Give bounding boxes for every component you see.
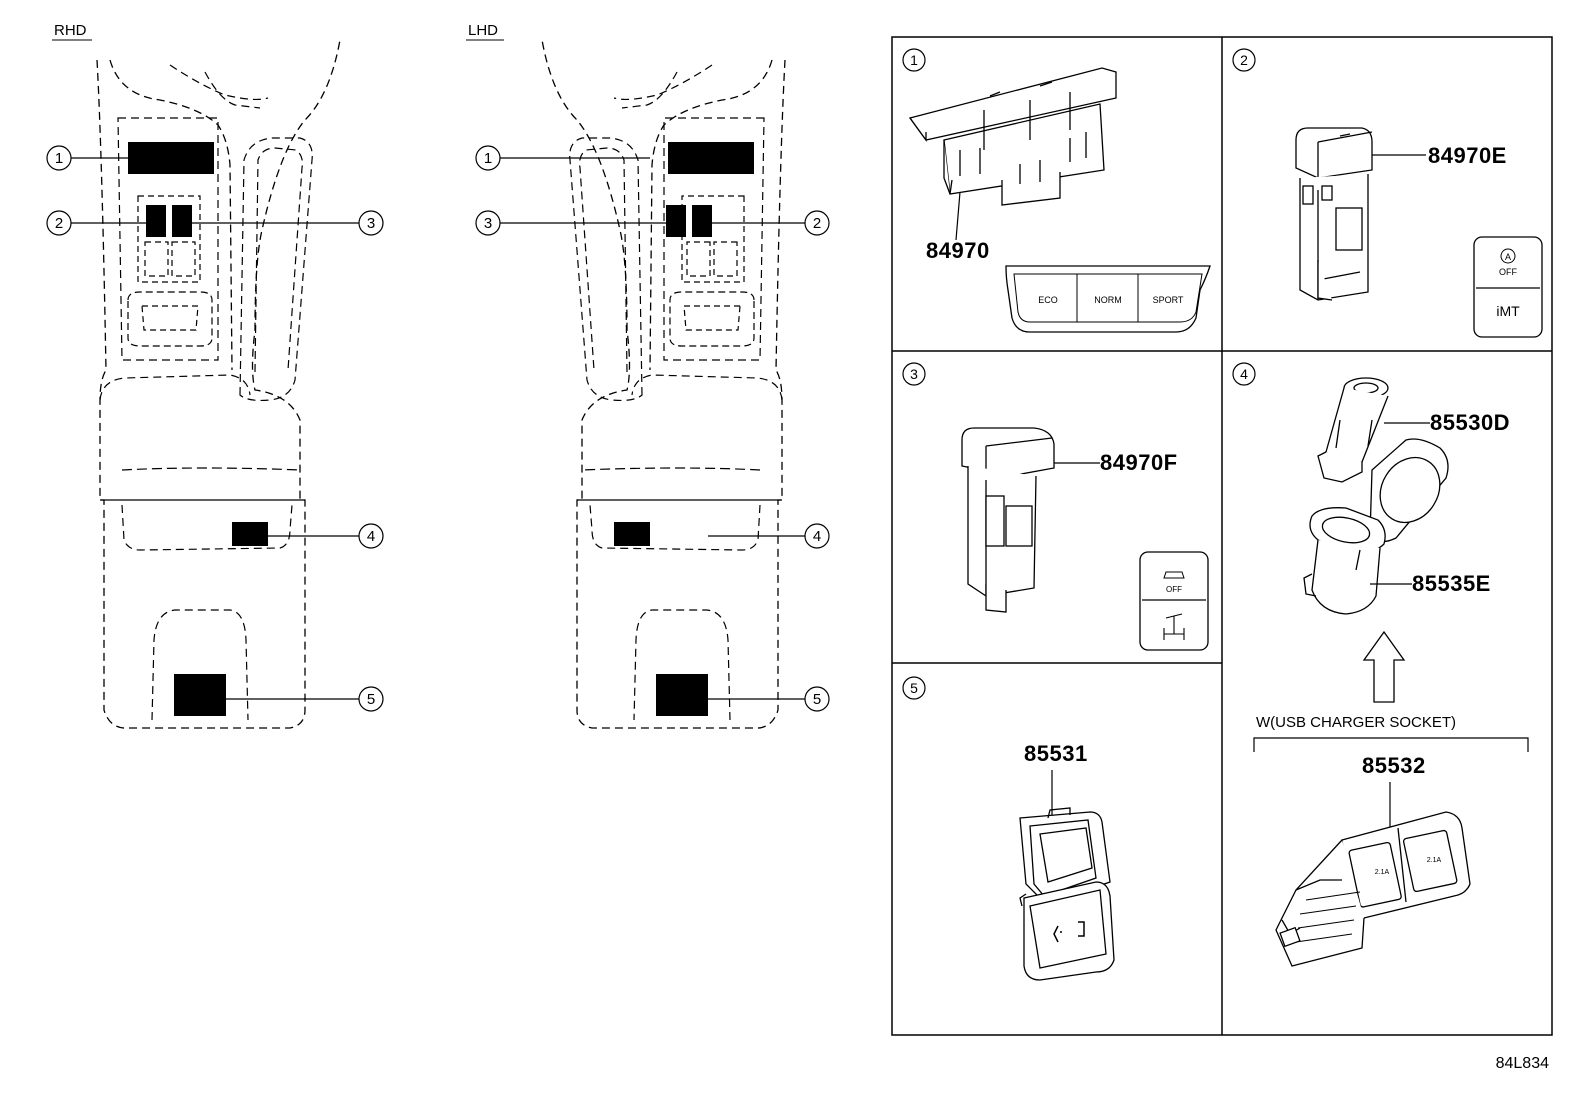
svg-text:3: 3 xyxy=(484,215,492,232)
part-number-84970f: 84970F xyxy=(1100,450,1178,475)
svg-text:OFF: OFF xyxy=(1499,267,1517,277)
svg-text:4: 4 xyxy=(1240,366,1248,382)
socket-85535e-icon xyxy=(1303,438,1449,615)
figure-code: 84L834 xyxy=(1496,1055,1549,1072)
svg-text:SPORT: SPORT xyxy=(1153,295,1184,305)
svg-text:4: 4 xyxy=(367,528,375,545)
svg-text:3: 3 xyxy=(367,215,375,232)
lhd-switch-2-icon xyxy=(692,205,712,237)
imt-switch-84970e-icon xyxy=(1295,127,1373,301)
lhd-label: LHD xyxy=(468,22,498,39)
svg-text:ECO: ECO xyxy=(1038,295,1058,305)
lhd-callout-5: 5 xyxy=(666,686,830,712)
part-number-85531: 85531 xyxy=(1024,741,1088,766)
part-number-85532: 85532 xyxy=(1362,753,1426,778)
panel-4: 4 85530D 85535E W(USB CHARGER SOCKET) 85… xyxy=(1232,362,1529,967)
lhd-callout-2: 2 xyxy=(706,210,830,236)
rhd-callout-5: 5 xyxy=(222,686,384,712)
rhd-callout-2: 2 xyxy=(46,210,150,236)
imt-off-icon: A OFF iMT xyxy=(1473,236,1543,338)
panel-1: 1 84970 ECO NORM SPORT xyxy=(902,48,1211,333)
rhd-callout-4: 4 xyxy=(264,523,384,549)
part-number-85530d: 85530D xyxy=(1430,410,1510,435)
lhd-callout-1: 1 xyxy=(475,145,650,171)
part-number-84970: 84970 xyxy=(926,238,990,263)
svg-text:2: 2 xyxy=(55,215,63,232)
mode-switch-84970-icon xyxy=(908,67,1117,206)
lhd-switch-3-icon xyxy=(666,205,686,237)
rhd-switch-2-icon xyxy=(146,205,166,237)
svg-text:NORM: NORM xyxy=(1094,295,1122,305)
rhd-callout-3: 3 xyxy=(188,210,384,236)
lhd-console: LHD 1 3 2 4 5 xyxy=(466,22,830,729)
svg-text:OFF: OFF xyxy=(1166,585,1182,594)
svg-text:2: 2 xyxy=(1240,52,1248,68)
svg-text:2.1A: 2.1A xyxy=(1375,869,1390,876)
rhd-switch-3-icon xyxy=(172,205,192,237)
svg-text:2: 2 xyxy=(813,215,821,232)
usb-variant-note: W(USB CHARGER SOCKET) xyxy=(1256,714,1456,731)
svg-text:5: 5 xyxy=(367,691,375,708)
lhd-callout-4: 4 xyxy=(708,523,830,549)
panel-2: 2 84970E A OFF iMT xyxy=(1232,48,1543,338)
rhd-console: RHD 1 2 3 4 5 xyxy=(46,22,384,729)
cigar-lighter-85530d-icon xyxy=(1317,377,1389,483)
rhd-label: RHD xyxy=(54,22,87,39)
svg-text:1: 1 xyxy=(484,150,492,167)
parts-grid xyxy=(891,36,1553,1036)
svg-text:5: 5 xyxy=(813,691,821,708)
svg-text:iMT: iMT xyxy=(1496,303,1520,319)
usb-socket-85532-icon xyxy=(1275,811,1471,967)
svg-text:4: 4 xyxy=(813,528,821,545)
svg-text:5: 5 xyxy=(910,680,918,696)
svg-text:A: A xyxy=(1505,252,1511,262)
panel-5: 5 85531 xyxy=(902,676,1115,981)
arrow-up-icon xyxy=(1362,630,1406,703)
power-outlet-85531-icon xyxy=(1019,807,1115,981)
traction-off-icon: OFF xyxy=(1139,551,1209,651)
part-number-85535e: 85535E xyxy=(1412,571,1491,596)
panel-3: 3 84970F OFF xyxy=(902,362,1209,651)
svg-text:1: 1 xyxy=(55,150,63,167)
svg-text:1: 1 xyxy=(910,52,918,68)
part-number-84970e: 84970E xyxy=(1428,143,1507,168)
svg-text:2.1A: 2.1A xyxy=(1427,857,1442,864)
svg-text:3: 3 xyxy=(910,366,918,382)
rhd-callout-1: 1 xyxy=(46,145,130,171)
mode-switch-face-icon: ECO NORM SPORT xyxy=(1005,265,1211,333)
switch-84970f-icon xyxy=(961,427,1055,613)
lhd-callout-3: 3 xyxy=(475,210,672,236)
